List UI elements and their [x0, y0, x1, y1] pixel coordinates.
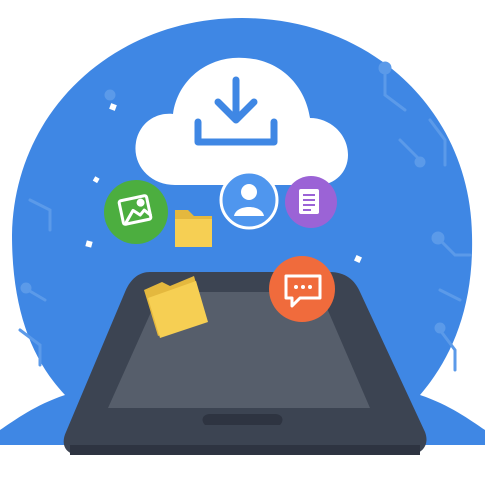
contact-icon — [219, 170, 279, 230]
circuit-lines — [18, 61, 472, 372]
sparkle-dots — [85, 103, 362, 263]
folder-icon-lower — [144, 276, 208, 338]
document-icon — [285, 176, 337, 228]
cloud-download-icon — [135, 57, 348, 185]
image-file-icon — [104, 180, 168, 244]
chat-message-icon — [269, 256, 335, 322]
folder-icon — [175, 210, 212, 247]
